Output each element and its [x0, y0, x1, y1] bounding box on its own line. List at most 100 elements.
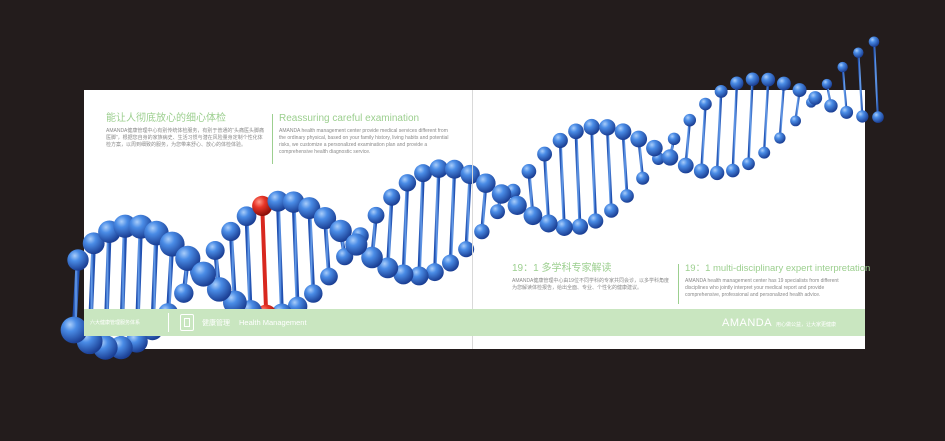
dna-rung: [558, 138, 566, 229]
dna-bead: [298, 197, 321, 220]
dna-bead: [175, 245, 201, 271]
dna-bead: [491, 184, 512, 204]
dna-rung: [700, 102, 707, 173]
left-divider: [272, 114, 273, 164]
dna-rung: [275, 199, 284, 316]
dna-rung: [731, 81, 739, 172]
dna-rung: [747, 78, 754, 165]
dna-bead: [383, 188, 401, 206]
brand-name: AMANDA: [722, 317, 773, 329]
dna-bead: [599, 119, 616, 136]
dna-bead: [537, 146, 553, 162]
dna-bead: [837, 61, 848, 73]
dna-bead: [552, 132, 568, 149]
dna-rung: [715, 90, 723, 175]
dna-red-bead: [252, 195, 273, 217]
dna-helix-illustration: [60, 36, 884, 360]
left-en-body: AMANDA health management center provide …: [279, 128, 449, 155]
dna-bead: [636, 171, 650, 185]
dna-bead: [377, 257, 399, 279]
dna-bead: [60, 316, 88, 344]
dna-bead: [646, 139, 663, 157]
band-en-label: Health Management: [239, 318, 307, 327]
dna-rung: [401, 181, 410, 277]
dna-bead: [539, 214, 558, 233]
dna-bead: [604, 203, 619, 218]
dna-rung: [857, 51, 864, 118]
dna-rung: [385, 195, 394, 270]
dna-bead: [474, 223, 490, 240]
dna-bead: [206, 277, 232, 302]
right-en-title: 19：1 multi-disciplinary expert interpret…: [685, 263, 871, 274]
dna-bead: [840, 105, 854, 119]
right-en-block: 19：1 multi-disciplinary expert interpret…: [685, 263, 871, 299]
dna-bead: [174, 283, 194, 303]
dna-rung: [574, 129, 582, 229]
left-cn-title: 能让人彻底放心的细心体检: [106, 113, 226, 124]
dna-bead: [693, 163, 710, 179]
page-fold: [472, 90, 473, 349]
dna-bead: [409, 266, 429, 286]
health-seal-icon: [180, 314, 194, 331]
dna-bead: [205, 240, 225, 260]
dna-bead: [774, 132, 786, 144]
dna-rung: [762, 78, 770, 154]
dna-bead: [414, 164, 433, 183]
dna-beads: [60, 36, 884, 360]
dna-bead: [521, 164, 537, 179]
band-separator: [168, 313, 169, 332]
dna-bead: [313, 207, 337, 230]
left-cn-block: 能让人彻底放心的细心体检 AMANDA健康管理中心有别传统体检服务，有别于普通的…: [106, 113, 266, 149]
dna-rung: [543, 152, 551, 225]
dna-bead: [476, 173, 496, 193]
dna-rung: [433, 166, 441, 274]
brand-slogan: 用心做公益，让大家更健康: [776, 322, 837, 328]
right-cn-title: 19：1 多学科专家解读: [512, 263, 612, 274]
dna-bead: [730, 76, 744, 90]
right-cn-body: AMANDA健康管理中心由19位不同学科的专家共同会诊，以多学科角度为您解读体检…: [512, 278, 669, 291]
dna-rung: [464, 172, 472, 251]
left-en-title: Reassuring careful examination: [279, 113, 420, 124]
dna-rung: [590, 125, 598, 223]
dna-bead: [620, 189, 634, 203]
dna-bead: [853, 47, 864, 58]
dna-bead: [571, 218, 589, 235]
dna-rung: [841, 65, 848, 114]
left-en-block: Reassuring careful examination AMANDA he…: [279, 113, 451, 156]
dna-bead: [758, 146, 771, 159]
brochure-spread: 能让人彻底放心的细心体检 AMANDA健康管理中心有别传统体检服务，有别于普通的…: [60, 36, 884, 360]
dna-rung: [448, 167, 457, 265]
dna-bead: [614, 123, 632, 140]
dna-bead: [429, 159, 449, 178]
dna-bead: [67, 249, 89, 271]
dna-bead: [425, 263, 444, 282]
dna-rung: [307, 206, 316, 296]
dna-bead: [221, 221, 241, 242]
dna-bead: [345, 233, 368, 256]
dna-bead: [329, 219, 352, 243]
dna-bead: [709, 165, 725, 181]
dna-bead: [792, 83, 807, 98]
dna-bead: [507, 195, 527, 216]
dna-bead: [398, 174, 417, 192]
dna-bead: [367, 206, 385, 224]
dna-rung: [621, 130, 629, 198]
right-cn-block: 19：1 多学科专家解读 AMANDA健康管理中心由19位不同学科的专家共同会诊…: [512, 263, 672, 292]
dna-bead: [490, 204, 505, 220]
dna-bead: [726, 163, 740, 178]
dna-bead: [824, 99, 838, 113]
dna-bead: [320, 267, 338, 286]
right-divider: [678, 264, 679, 304]
dna-bead: [393, 264, 414, 285]
dna-bead: [790, 115, 801, 127]
dna-red-rung: [260, 203, 269, 318]
dna-bead: [856, 110, 869, 123]
dna-bead: [630, 130, 648, 148]
dna-highlight-rung: [260, 203, 269, 318]
dna-bead: [714, 84, 728, 98]
dna-bead: [555, 218, 573, 236]
dna-rung: [872, 40, 880, 119]
dna-bead: [444, 159, 464, 179]
footer-band: [84, 309, 865, 336]
dna-bead: [304, 284, 323, 303]
